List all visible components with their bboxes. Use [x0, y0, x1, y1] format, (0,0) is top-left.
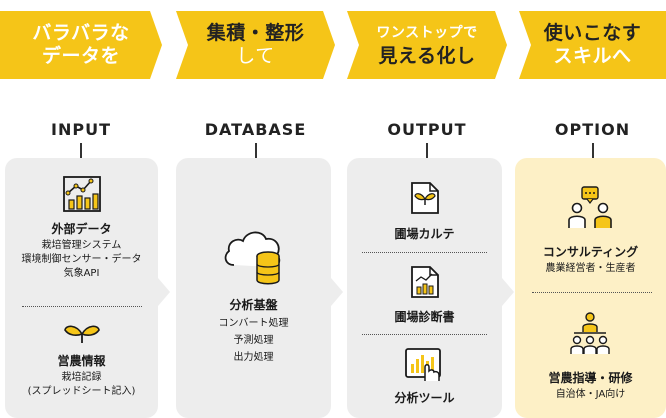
connector-line	[426, 143, 428, 165]
banner-aggregate: 集積・整形 して	[176, 11, 335, 79]
flow-arrow	[502, 278, 514, 306]
banner-visualize: ワンストップで 見える化し	[347, 11, 507, 79]
divider	[22, 306, 142, 307]
consulting-icon	[568, 186, 612, 230]
connector-line	[255, 143, 257, 165]
output-item-label: 圃場カルテ	[394, 227, 455, 241]
option-block-title: 営農指導・研修	[548, 371, 633, 385]
banner-line2: スキルへ	[553, 45, 632, 67]
document-sprout-icon	[410, 181, 440, 215]
banner-line2: して	[236, 45, 275, 67]
divider	[362, 252, 487, 253]
option-block-title: コンサルティング	[542, 245, 639, 259]
banner-line1: バラバラな	[32, 22, 130, 44]
input-block-line: (スプレッドシート記入)	[27, 386, 136, 397]
input-block-text: 栽培管理システム 環境制御センサー・データ 気象API	[5, 239, 158, 281]
output-item-label: 圃場診断書	[394, 310, 455, 324]
input-block-line: 栽培記録	[61, 372, 102, 383]
input-block-text: 栽培記録 (スプレッドシート記入)	[5, 371, 158, 399]
flow-arrow	[158, 278, 170, 306]
banner-line1: ワンストップで	[376, 25, 478, 41]
input-block-title: 外部データ	[51, 222, 112, 236]
banner-line2: 見える化し	[378, 45, 476, 67]
banner-scattered-data: バラバラな データを	[0, 11, 162, 79]
option-block-line: 自治体・JA向け	[555, 389, 626, 400]
input-block-title: 営農情報	[57, 354, 106, 368]
flow-arrow	[331, 278, 343, 306]
database-title: 分析基盤	[229, 298, 278, 312]
column-header-database: DATABASE	[204, 120, 307, 139]
document-chart-icon	[410, 265, 440, 299]
database-panel	[176, 158, 331, 418]
chart-icon	[63, 176, 101, 212]
option-block-line: 農業経営者・生産者	[545, 263, 636, 274]
database-line: 出力処理	[233, 352, 274, 363]
divider	[362, 334, 487, 335]
output-item-label: 分析ツール	[394, 391, 455, 405]
database-line: コンバート処理	[218, 318, 289, 329]
banner-line1: 使いこなす	[543, 22, 642, 44]
divider	[532, 292, 652, 293]
connector-line	[592, 143, 594, 165]
sprout-icon	[63, 322, 101, 344]
column-header-input: INPUT	[51, 120, 111, 139]
input-block-line: 栽培管理システム	[41, 240, 122, 251]
tablet-touch-icon	[404, 347, 444, 383]
banner-line2: データを	[41, 45, 120, 67]
training-icon	[568, 312, 612, 356]
connector-line	[80, 143, 82, 165]
database-line: 予測処理	[233, 335, 274, 346]
cloud-database-icon	[222, 225, 284, 285]
column-header-option: OPTION	[554, 120, 631, 139]
banner-skills: 使いこなす スキルへ	[519, 11, 666, 79]
database-text: コンバート処理 予測処理 出力処理	[176, 315, 331, 366]
input-block-line: 環境制御センサー・データ	[21, 254, 142, 265]
column-header-output: OUTPUT	[387, 120, 467, 139]
banner-line1: 集積・整形	[206, 22, 305, 44]
input-block-line: 気象API	[63, 268, 100, 279]
